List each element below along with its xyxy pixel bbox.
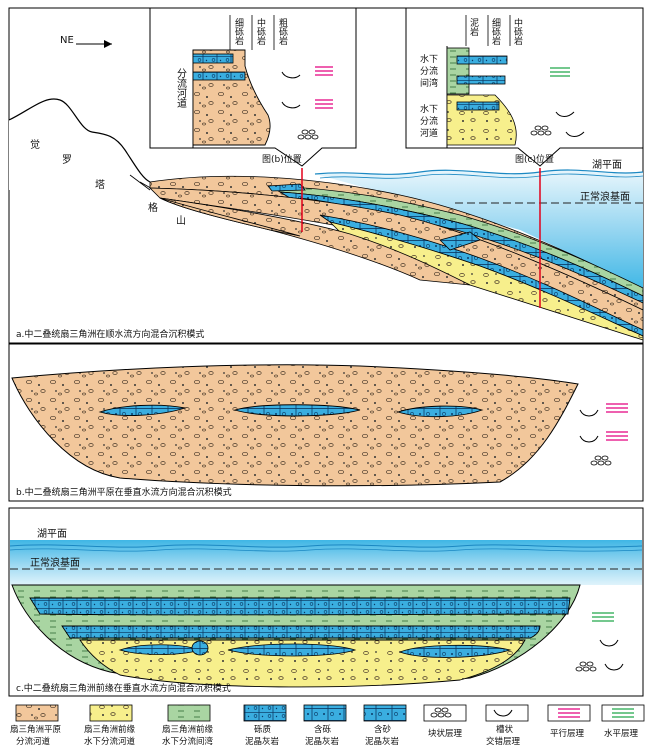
inset-c: 泥岩 细砾岩 中砾岩 水下 分流 间湾 水下 分流 河道 图(c)位置 [406,8,643,166]
inset-c-unit-bottom-line1: 水下 [420,103,438,115]
legend-swatch-massive [424,705,466,721]
panel-c-limestone-bed-1 [30,598,570,615]
legend-label-sandy-lime-1: 含砂 [374,724,392,735]
legend-label-pebbly-lime-1: 砾质 [254,724,272,735]
panel-c-limestone-lens-2 [192,641,208,655]
legend-label-front-1: 扇三角洲前缘 [84,724,136,735]
legend-label-plain-1: 扇三角洲平原 [10,724,61,735]
lake-level-label: 湖平面 [592,159,622,171]
inset-c-unit-top-line2: 分流 [420,65,438,77]
legend-swatch-front [90,705,132,721]
legend-label-pebbly-lime-2: 泥晶灰岩 [245,736,280,747]
inset-b-col-coarse: 粗砾岩 [277,17,288,46]
legend-item-bay: 扇三角洲前缘 水下分流间湾 [162,705,214,747]
inset-b-limestone-bed-2 [193,72,245,80]
panel-c: 湖平面 正常浪基面 c.中二叠统扇三角洲前缘在垂直水流方向混合沉积模式 [9,508,643,696]
legend-label-trough-2: 交错层理 [486,736,521,747]
mountain-label-char4: 格 [148,201,158,214]
inset-c-limestone-2 [457,76,505,84]
legend-label-bay-1: 扇三角洲前缘 [162,724,214,735]
legend: 扇三角洲平原 分流河道 扇三角洲前缘 水下分流河道 扇三角洲前缘 水下分流间湾 … [10,705,644,747]
compass-label: NE [60,35,74,46]
legend-swatch-bay [168,705,210,721]
panel-a: 觉 罗 塔 格 山 NE 湖平面 正常浪基面 [9,8,643,343]
legend-label-gravel-lime-2: 泥晶灰岩 [305,736,340,747]
inset-c-col-fine: 细砾岩 [490,17,501,46]
panel-c-limestone-bed-2 [62,626,540,638]
inset-b-ref-label: 图(b)位置 [262,153,302,165]
panel-b: b.中二叠统扇三角洲平原在垂直水流方向混合沉积模式 [9,344,643,501]
legend-item-gravel-lime: 含砾 泥晶灰岩 [304,705,346,747]
mountain-label-char5: 山 [176,215,186,227]
legend-label-bay-2: 水下分流间湾 [162,736,214,747]
inset-c-ref-label: 图(c)位置 [515,153,554,165]
panel-b-caption: b.中二叠统扇三角洲平原在垂直水流方向混合沉积模式 [16,486,232,498]
inset-c-unit-bottom-line2: 分流 [420,115,438,127]
inset-c-col-medium: 中砾岩 [512,17,523,46]
inset-c-frame [406,8,643,166]
legend-item-pebbly-lime: 砾质 泥晶灰岩 [244,705,286,747]
legend-label-front-2: 水下分流河道 [84,736,136,747]
inset-b-unit-label: 分流河道 [175,68,187,108]
legend-label-gravel-lime-1: 含砾 [314,724,332,735]
legend-swatch-sandy-lime [364,705,406,721]
legend-label-massive: 块状层理 [428,728,463,739]
legend-item-horizontal: 水平层理 [602,705,644,739]
legend-swatch-plain [16,705,58,721]
inset-c-limestone-3 [457,102,499,110]
panel-c-wave-base-label: 正常浪基面 [30,556,80,569]
legend-item-sandy-lime: 含砂 泥晶灰岩 [364,705,406,747]
legend-label-sandy-lime-2: 泥晶灰岩 [365,736,400,747]
panel-c-lake-level-label: 湖平面 [37,528,67,540]
inset-b: 细砾岩 中砾岩 粗砾岩 分流河道 图(b)位置 [150,8,356,166]
legend-item-parallel: 平行层理 [548,705,590,739]
inset-b-limestone-bed-1 [193,54,233,63]
legend-item-massive: 块状层理 [424,705,466,739]
panel-a-caption: a.中二叠统扇三角洲在顺水流方向混合沉积模式 [16,328,204,340]
wave-base-label: 正常浪基面 [580,190,630,203]
inset-c-unit-top-line1: 水下 [420,53,438,65]
legend-label-trough-1: 槽状 [496,724,514,735]
panel-b-channel-body [12,365,578,486]
mountain-label-char1: 觉 [30,139,40,151]
legend-swatch-trough [486,705,528,721]
inset-b-col-medium: 中砾岩 [255,17,266,46]
mountain-label-char2: 罗 [62,154,72,166]
inset-c-bay-column [447,48,469,94]
legend-swatch-gravel-lime [304,705,346,721]
inset-c-unit-top-line3: 间湾 [420,77,438,89]
legend-swatch-pebbly-lime [244,705,286,721]
panel-c-caption: c.中二叠统扇三角洲前缘在垂直水流方向混合沉积模式 [16,682,231,694]
inset-c-unit-bottom-line3: 河道 [420,127,438,139]
legend-item-plain-channel: 扇三角洲平原 分流河道 [10,705,61,747]
legend-item-front-channel: 扇三角洲前缘 水下分流河道 [84,705,136,747]
legend-label-plain-2: 分流河道 [16,736,51,747]
legend-label-horizontal: 水平层理 [604,728,639,739]
legend-label-parallel: 平行层理 [550,728,585,739]
inset-c-limestone-1 [457,56,507,64]
inset-b-col-fine: 细砾岩 [233,17,244,46]
legend-item-trough: 槽状 交错层理 [486,705,528,747]
inset-c-col-mudstone: 泥岩 [468,18,479,37]
mountain-label-char3: 塔 [95,178,105,191]
